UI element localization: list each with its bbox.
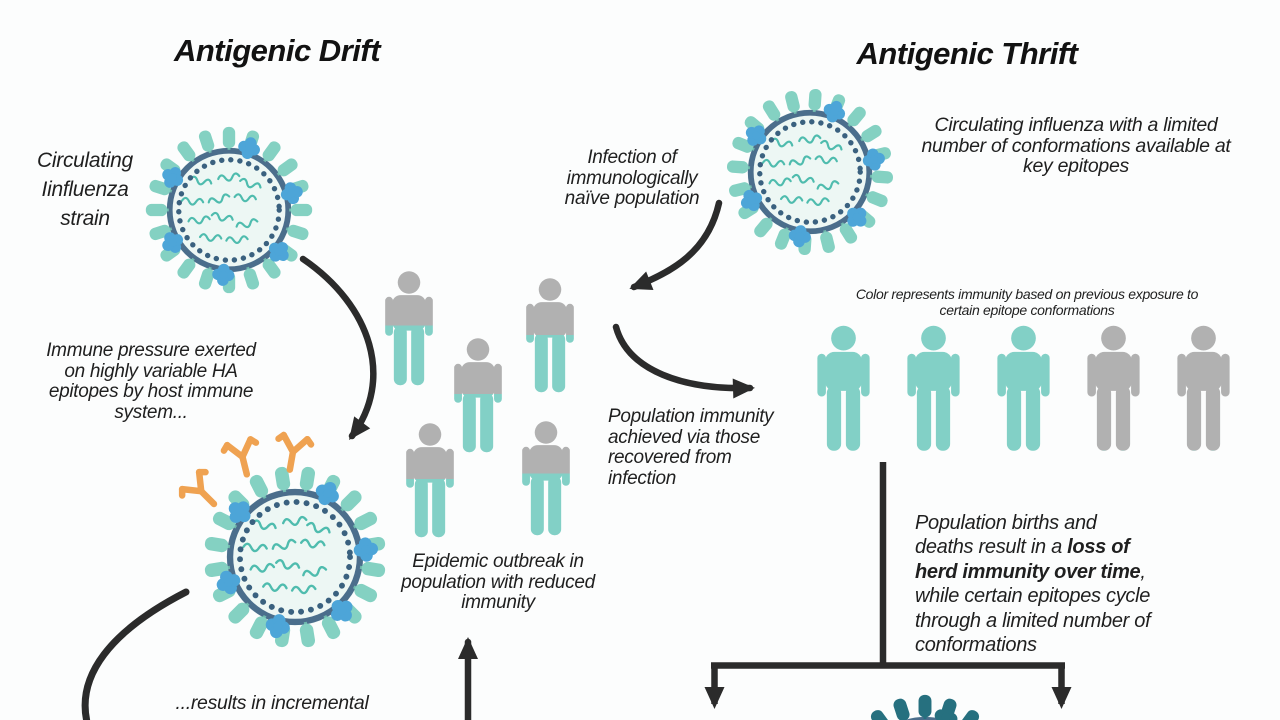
title-antigenic-drift: Antigenic Drift xyxy=(173,33,381,68)
person-icon xyxy=(522,421,570,536)
arrow-virus-to-mutated xyxy=(299,255,377,441)
person-icon xyxy=(817,325,870,451)
births-text-normal-2: , while certain epitopes cycle through a… xyxy=(915,560,1151,657)
label-color-note: Color represents immunity based on previ… xyxy=(855,286,1199,318)
label-immune-pressure: Immune pressure exerted on highly variab… xyxy=(46,340,256,423)
person-icon xyxy=(1087,325,1140,451)
arrow-cycle-left xyxy=(81,588,190,720)
label-circulating-limited: Circulating influenza with a limited num… xyxy=(921,114,1231,177)
person-icon xyxy=(907,325,960,451)
virus-icon xyxy=(145,126,313,294)
label-infection-naive: Infection of immunologically naïve popul… xyxy=(564,147,700,209)
person-icon xyxy=(997,325,1050,451)
antibody-icon xyxy=(220,436,260,478)
branch-connector xyxy=(704,462,1072,709)
births-text-bold: loss of herd immunity over time xyxy=(915,536,1141,583)
virus-icon xyxy=(870,694,980,720)
arrow-recovered xyxy=(612,323,755,399)
label-epidemic-outbreak: Epidemic outbreak in population with red… xyxy=(401,551,595,613)
label-circulating-strain: Circulating Iinfluenza strain xyxy=(37,149,133,230)
virus-icon xyxy=(204,466,386,648)
person-icon xyxy=(454,338,502,453)
label-incremental-mutations: ...results in incremental accumulation o… xyxy=(162,692,381,720)
person-icon xyxy=(406,423,454,538)
title-antigenic-thrift: Antigenic Thrift xyxy=(856,36,1078,71)
births-text-normal-1: Population births and deaths result in a xyxy=(915,511,1097,559)
person-icon xyxy=(526,278,574,393)
arrow-infection xyxy=(629,199,723,291)
label-population-births: Population births and deaths result in a… xyxy=(915,486,1240,658)
person-icon xyxy=(385,271,433,386)
label-population-immunity: Population immunity achieved via those r… xyxy=(608,406,774,489)
antibody-icon xyxy=(178,468,218,508)
person-icon xyxy=(1177,325,1230,451)
virus-icon xyxy=(726,88,894,256)
antibody-icon xyxy=(275,431,315,473)
